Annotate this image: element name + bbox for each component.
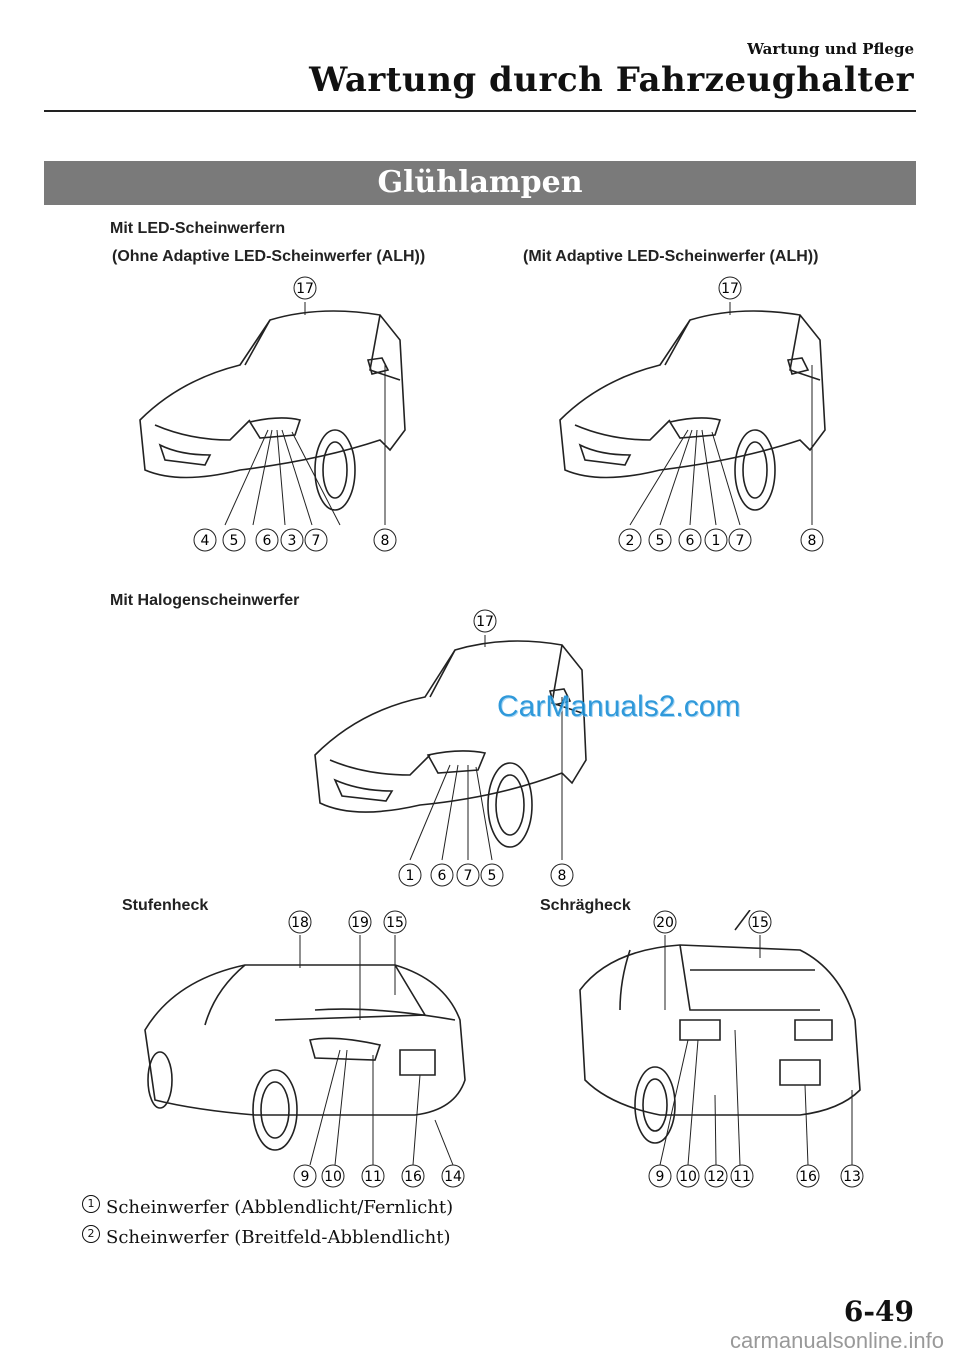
- callout: 9: [656, 1169, 665, 1185]
- section-title: Wartung und Pflege: [747, 40, 914, 58]
- callout: 11: [733, 1169, 751, 1185]
- callout: 7: [312, 533, 321, 549]
- callout: 18: [291, 915, 309, 931]
- figure-rear-sedan: 18 19 15 9 10 11 16 14: [144, 910, 466, 1188]
- label-led-without-alh: (Ohne Adaptive LED-Scheinwerfer (ALH)): [112, 248, 426, 265]
- callout: 6: [438, 868, 447, 884]
- callout: 1: [712, 533, 721, 549]
- callout: 13: [843, 1169, 861, 1185]
- label-hatchback: Schrägheck: [540, 897, 631, 914]
- label-halogen: Mit Halogenscheinwerfer: [110, 592, 300, 609]
- callout: 8: [558, 868, 567, 884]
- legend-text: Scheinwerfer (Abblendlicht/Fernlicht): [106, 1197, 454, 1218]
- callout: 1: [406, 868, 415, 884]
- callout: 5: [230, 533, 239, 549]
- callout: 8: [381, 533, 390, 549]
- legend-item: 1 Scheinwerfer (Abblendlicht/Fernlicht): [82, 1195, 454, 1219]
- banner-title: Glühlampen: [44, 161, 916, 205]
- watermark: CarManuals2.com: [497, 690, 741, 723]
- callout: 15: [386, 915, 404, 931]
- callout: 7: [736, 533, 745, 549]
- footer-link[interactable]: carmanualsonline.info: [729, 1328, 944, 1353]
- callout: 15: [751, 915, 769, 931]
- callout: 8: [808, 533, 817, 549]
- label-led-group: Mit LED-Scheinwerfern: [110, 220, 286, 237]
- callout: 7: [464, 868, 473, 884]
- legend-number: 2: [82, 1225, 100, 1243]
- callout: 9: [301, 1169, 310, 1185]
- figure-front-halogen: 17 1 6 7 5 8: [314, 609, 587, 887]
- callout: 5: [488, 868, 497, 884]
- callout: 6: [686, 533, 695, 549]
- figure-front-led-without-alh: 17 4 5 6 3 7 8: [139, 276, 406, 552]
- figure-rear-hatchback: 20 15 9 10 12 11 16 13: [579, 910, 864, 1188]
- callout: 14: [444, 1169, 462, 1185]
- callout: 11: [364, 1169, 382, 1185]
- figure-front-led-with-alh: 17 2 5 6 1 7 8: [559, 276, 826, 552]
- callout: 10: [679, 1169, 697, 1185]
- legend-item: 2 Scheinwerfer (Breitfeld-Abblendlicht): [82, 1225, 451, 1249]
- label-led-with-alh: (Mit Adaptive LED-Scheinwerfer (ALH)): [523, 248, 819, 265]
- header-rule: [44, 110, 916, 112]
- callout-17: 17: [476, 614, 494, 630]
- callout: 4: [201, 533, 210, 549]
- callout: 10: [324, 1169, 342, 1185]
- callout-17: 17: [296, 281, 314, 297]
- legend-number: 1: [82, 1195, 100, 1213]
- callout: 19: [351, 915, 369, 931]
- callout: 16: [404, 1169, 422, 1185]
- callout: 3: [288, 533, 297, 549]
- callout: 6: [263, 533, 272, 549]
- page-number: 6-49: [843, 1295, 914, 1328]
- label-sedan: Stufenheck: [122, 897, 209, 914]
- callout: 5: [656, 533, 665, 549]
- legend-text: Scheinwerfer (Breitfeld-Abblendlicht): [106, 1227, 451, 1248]
- chapter-title: Wartung durch Fahrzeughalter: [309, 60, 914, 100]
- callout: 16: [799, 1169, 817, 1185]
- callout: 20: [656, 915, 674, 931]
- callout: 2: [626, 533, 635, 549]
- callout-17: 17: [721, 281, 739, 297]
- callout: 12: [707, 1169, 725, 1185]
